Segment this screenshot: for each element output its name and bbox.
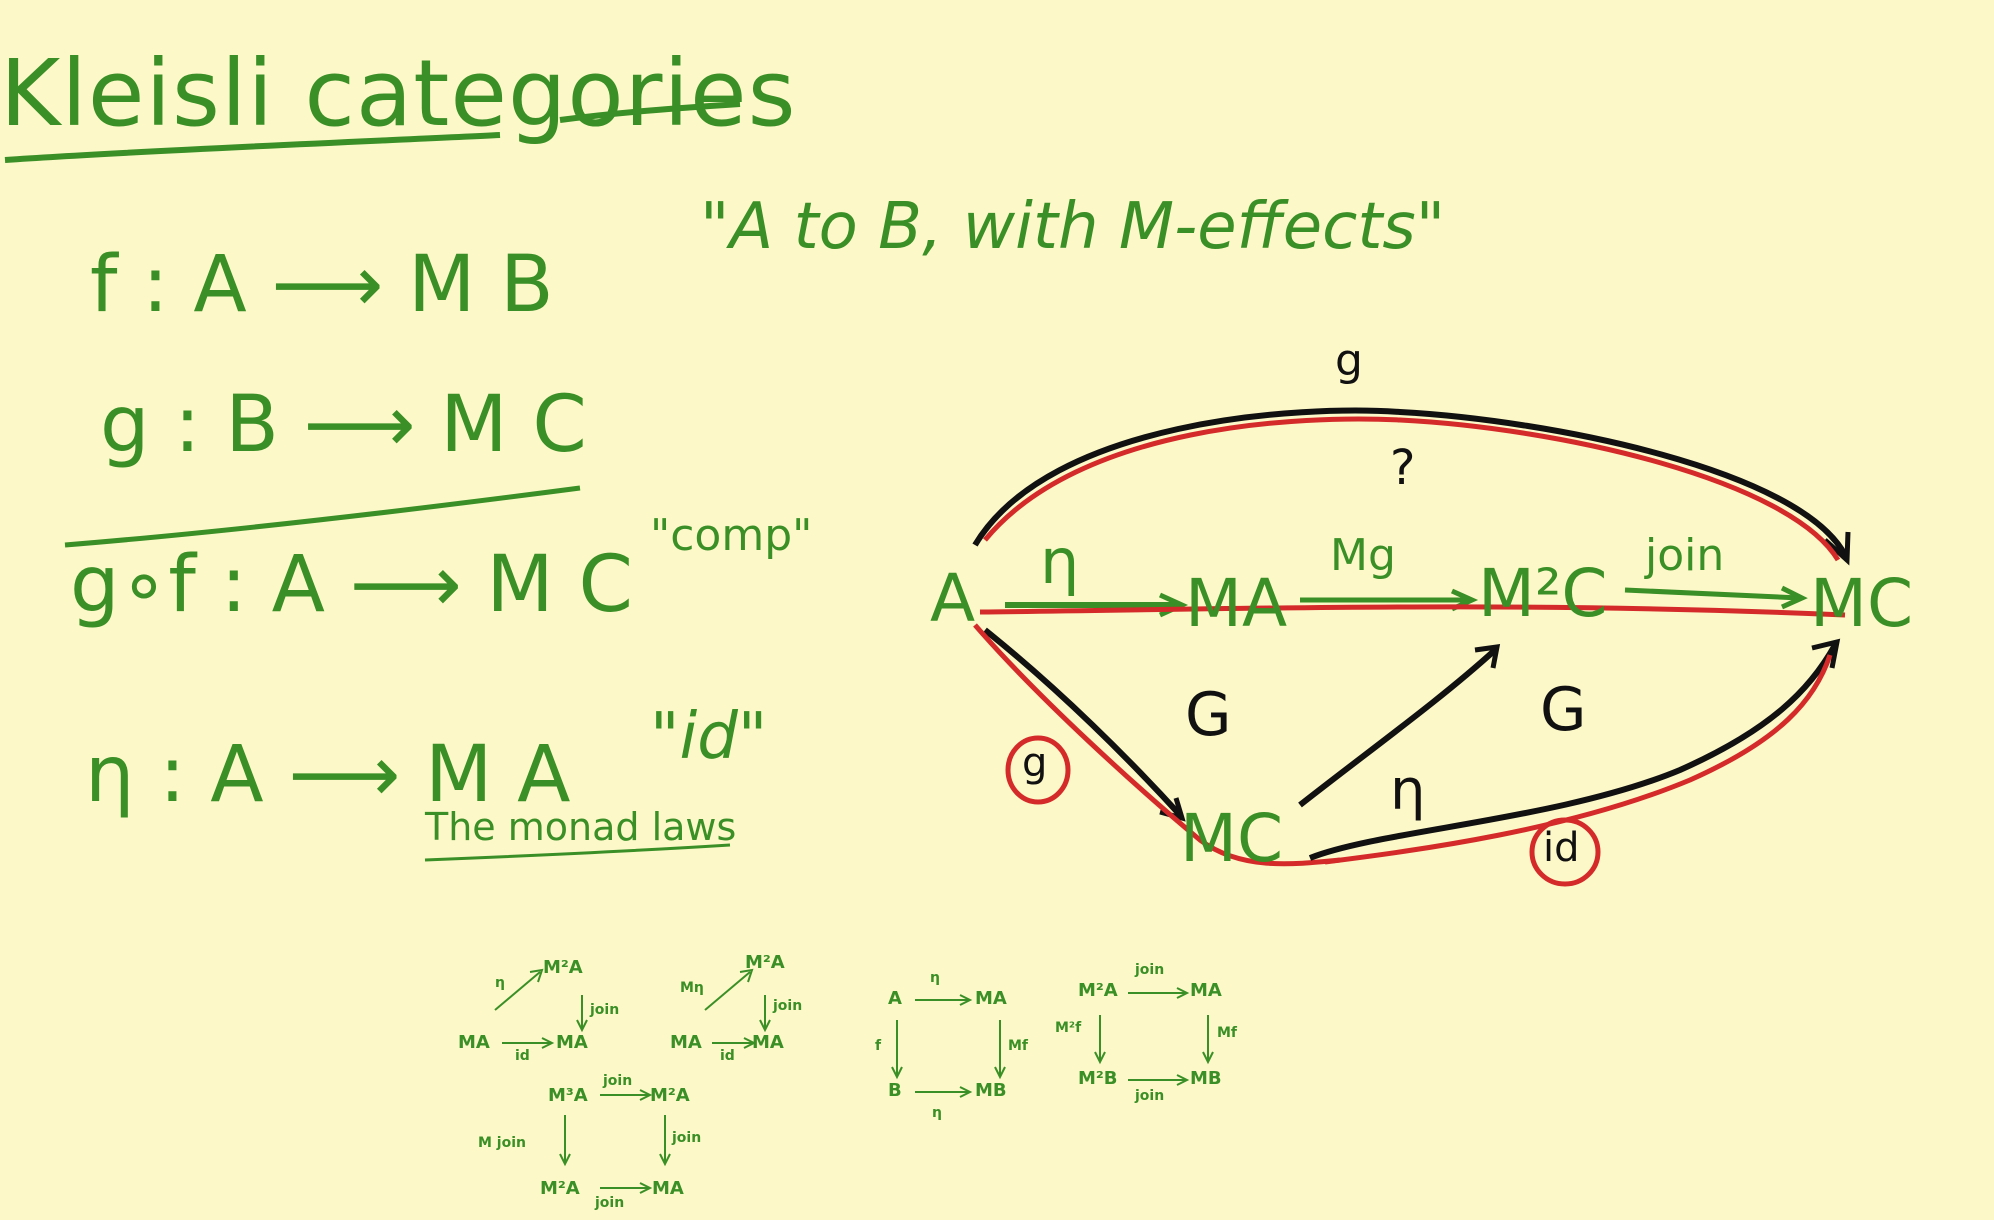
law-square-arrows bbox=[494, 968, 1214, 1194]
eta-definition: η : A ⟶ M A bbox=[85, 730, 571, 820]
law-assoc-tl: M³A bbox=[548, 1085, 588, 1106]
monad-laws-underline bbox=[424, 843, 731, 862]
law-nat-eta-bottom-label: η bbox=[932, 1105, 942, 1121]
law-nat-join-bottom-label: join bbox=[1135, 1088, 1165, 1104]
arrow-eta-diagonal bbox=[1298, 647, 1498, 808]
g-definition: g : B ⟶ M C bbox=[100, 380, 587, 470]
arrow-g-diagonal bbox=[983, 627, 1183, 818]
law-unit-left-top: M²A bbox=[543, 957, 583, 978]
label-mg: Mg bbox=[1330, 530, 1396, 581]
arc-id-bottom bbox=[1308, 643, 1838, 861]
arrow-join bbox=[1624, 587, 1801, 601]
circle-id bbox=[1529, 817, 1601, 887]
label-eta-bottom: η bbox=[1390, 758, 1426, 823]
composition-note: "comp" bbox=[650, 510, 813, 561]
circle-g bbox=[1005, 735, 1071, 805]
label-join: join bbox=[1645, 530, 1725, 581]
law-unit-right-top: M²A bbox=[745, 952, 785, 973]
label-question: ? bbox=[1390, 440, 1416, 496]
law-unit-left-eta: η bbox=[495, 975, 505, 991]
title-underline-2 bbox=[559, 101, 741, 123]
red-path-bottom-left bbox=[973, 623, 1341, 867]
law-unit-right-join: join bbox=[773, 998, 803, 1014]
law-unit-left-join: join bbox=[590, 1002, 620, 1018]
label-commute-right: G bbox=[1540, 675, 1587, 745]
f-definition: f : A ⟶ M B bbox=[90, 240, 554, 330]
law-unit-right-br: MA bbox=[752, 1032, 784, 1053]
law-nat-join-mf: Mf bbox=[1217, 1025, 1238, 1041]
arc-id-bottom-head bbox=[1811, 638, 1841, 669]
node-a: A bbox=[930, 560, 976, 637]
law-assoc-tr: M²A bbox=[650, 1085, 690, 1106]
law-assoc-mjoin: M join bbox=[478, 1135, 526, 1151]
law-nat-eta-tl: A bbox=[888, 988, 902, 1009]
law-nat-eta-bl: B bbox=[888, 1080, 902, 1101]
law-unit-right-meta: Mη bbox=[680, 980, 704, 996]
law-unit-left-bl: MA bbox=[458, 1032, 490, 1053]
monad-laws-heading: The monad laws bbox=[425, 805, 737, 849]
law-nat-eta-mf: Mf bbox=[1008, 1038, 1029, 1054]
law-unit-left-br: MA bbox=[556, 1032, 588, 1053]
law-nat-join-m2f: M²f bbox=[1055, 1020, 1082, 1036]
law-assoc-join-bottom: join bbox=[595, 1195, 625, 1211]
law-assoc-join-right: join bbox=[672, 1130, 702, 1146]
node-mc-bottom: MC bbox=[1180, 800, 1284, 877]
law-nat-join-tr: MA bbox=[1190, 980, 1222, 1001]
node-mc-right: MC bbox=[1810, 565, 1914, 642]
arrow-join-head bbox=[1780, 585, 1808, 610]
law-nat-eta-tr: MA bbox=[975, 988, 1007, 1009]
law-nat-join-tl: M²A bbox=[1078, 980, 1118, 1001]
law-nat-join-br: MB bbox=[1190, 1068, 1222, 1089]
law-nat-join-top-label: join bbox=[1135, 962, 1165, 978]
label-commute-left: G bbox=[1185, 680, 1232, 750]
label-id-circled: id bbox=[1543, 825, 1580, 871]
law-nat-eta-br: MB bbox=[975, 1080, 1007, 1101]
law-assoc-br: MA bbox=[652, 1178, 684, 1199]
arc-g-top bbox=[972, 407, 1848, 557]
law-assoc-join-top: join bbox=[603, 1073, 633, 1089]
arrow-eta-diagonal-head bbox=[1474, 644, 1501, 669]
page-title: Kleisli categories bbox=[0, 40, 797, 147]
law-assoc-bl: M²A bbox=[540, 1178, 580, 1199]
law-unit-right-bl: MA bbox=[670, 1032, 702, 1053]
law-nat-eta-f: f bbox=[875, 1038, 882, 1054]
title-underline bbox=[4, 132, 501, 163]
fraction-bar bbox=[64, 485, 581, 548]
law-unit-right-id: id bbox=[720, 1048, 735, 1064]
arc-g-top-head bbox=[1823, 531, 1851, 566]
label-g-top: g bbox=[1335, 335, 1363, 386]
f-note: "A to B, with M-effects" bbox=[700, 190, 1446, 264]
red-arc-top bbox=[983, 416, 1841, 562]
label-eta-top: η bbox=[1040, 525, 1080, 598]
eta-note: "id" bbox=[650, 700, 768, 774]
composition-definition: g∘f : A ⟶ M C bbox=[70, 540, 633, 630]
red-arc-bottom bbox=[1324, 654, 1833, 865]
label-g-circled: g bbox=[1022, 740, 1048, 786]
node-m2c: M²C bbox=[1478, 555, 1608, 632]
law-unit-left-id: id bbox=[515, 1048, 530, 1064]
law-nat-join-bl: M²B bbox=[1078, 1068, 1118, 1089]
node-ma: MA bbox=[1185, 565, 1288, 642]
law-nat-eta-top-label: η bbox=[930, 970, 940, 986]
red-line-middle bbox=[979, 604, 1846, 618]
